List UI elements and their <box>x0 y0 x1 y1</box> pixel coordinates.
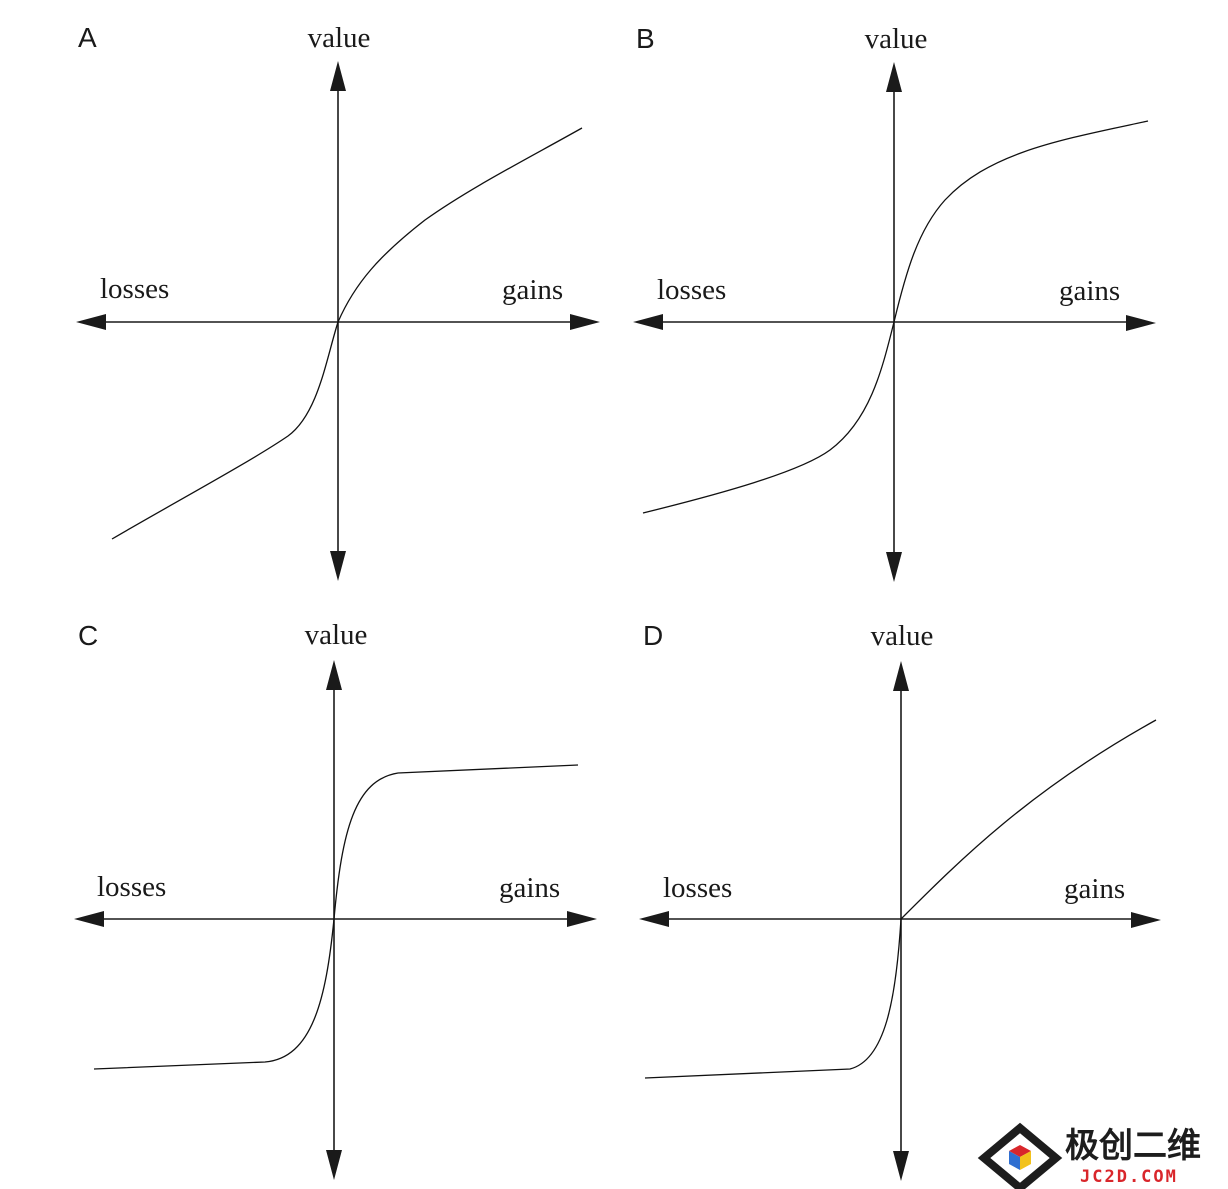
panel-d-value-curve <box>644 719 1157 1079</box>
panel-a-letter: A <box>78 22 97 53</box>
panel-d-up-arrow <box>893 661 909 691</box>
panel-c-gains-label: gains <box>499 872 560 904</box>
panel-b-down-arrow <box>886 552 902 582</box>
cube-logo-icon <box>977 1122 1063 1189</box>
panel-d-down-arrow <box>893 1151 909 1181</box>
panel-d-value-label: value <box>871 620 934 652</box>
panel-a-right-arrow <box>570 314 600 330</box>
panel-a-value-label: value <box>308 22 371 54</box>
panel-a-down-arrow <box>330 551 346 581</box>
panel-c-down-arrow <box>326 1150 342 1180</box>
panel-b-up-arrow <box>886 62 902 92</box>
watermark-subtitle: JC2D.COM <box>1080 1167 1178 1187</box>
panel-a-left-arrow <box>76 314 106 330</box>
cube-left-face <box>1009 1151 1020 1170</box>
panel-c-right-arrow <box>567 911 597 927</box>
panel-d-letter: D <box>643 620 663 651</box>
panel-b-gains-label: gains <box>1059 275 1120 307</box>
panel-b-letter: B <box>636 23 655 54</box>
panel-c-up-arrow <box>326 660 342 690</box>
panel-d-gains-label: gains <box>1064 873 1125 905</box>
panel-c-losses-label: losses <box>97 871 166 903</box>
watermark-logo: 极创二维 JC2D.COM <box>977 1122 1201 1189</box>
panel-d: D value losses gains <box>639 620 1161 1181</box>
panel-a-losses-label: losses <box>100 273 169 305</box>
panel-a-gains-label: gains <box>502 274 563 306</box>
panel-c-letter: C <box>78 620 98 651</box>
cube-right-face <box>1020 1151 1031 1170</box>
panel-c: C value losses gains <box>74 619 597 1180</box>
panel-b: B value losses gains <box>633 23 1156 582</box>
panel-c-left-arrow <box>74 911 104 927</box>
panel-a: A value losses gains <box>76 22 600 581</box>
panel-a-up-arrow <box>330 61 346 91</box>
panel-b-value-curve <box>642 120 1149 514</box>
panel-c-value-curve <box>93 764 579 1070</box>
panel-b-right-arrow <box>1126 315 1156 331</box>
panel-b-left-arrow <box>633 314 663 330</box>
panel-d-losses-label: losses <box>663 872 732 904</box>
panel-d-left-arrow <box>639 911 669 927</box>
watermark-title: 极创二维 <box>1065 1126 1201 1166</box>
panel-b-losses-label: losses <box>657 274 726 306</box>
panel-d-right-arrow <box>1131 912 1161 928</box>
panel-b-value-label: value <box>865 23 928 55</box>
panel-c-value-label: value <box>305 619 368 651</box>
panel-a-value-curve <box>111 127 583 540</box>
